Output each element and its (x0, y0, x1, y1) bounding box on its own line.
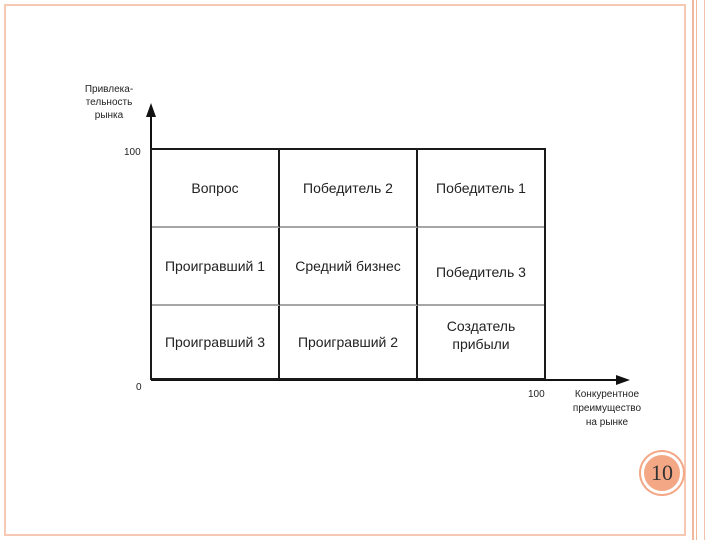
matrix-cell: Средний бизнес (280, 228, 418, 306)
matrix-cell: Проигравший 2 (280, 306, 418, 378)
x-axis-label: Конкурентное преимущество на рынке (572, 389, 642, 428)
slide-frame (4, 4, 686, 536)
origin-tick: 0 (136, 382, 142, 393)
y-axis-max-tick: 100 (124, 147, 141, 158)
matrix-cell: Проигравший 1 (152, 228, 280, 306)
matrix-cell: Победитель 3 (418, 228, 544, 306)
slide-number-badge: 10 (641, 452, 683, 494)
decorative-rail (692, 0, 694, 540)
matrix-cell: Создатель прибыли (446, 318, 516, 352)
x-axis-max-tick: 100 (528, 389, 545, 400)
matrix-cell: Победитель 2 (280, 150, 418, 228)
decorative-rail (704, 0, 705, 540)
matrix-cell: Вопрос (152, 150, 280, 228)
matrix-cell: Проигравший 3 (152, 306, 280, 378)
portfolio-matrix: Вопрос Победитель 2 Победитель 1 Проигра… (150, 148, 546, 380)
matrix-cell: Победитель 1 (418, 150, 544, 228)
y-axis-label: Привлека- тельность рынка (84, 84, 134, 121)
decorative-rail (696, 0, 697, 540)
